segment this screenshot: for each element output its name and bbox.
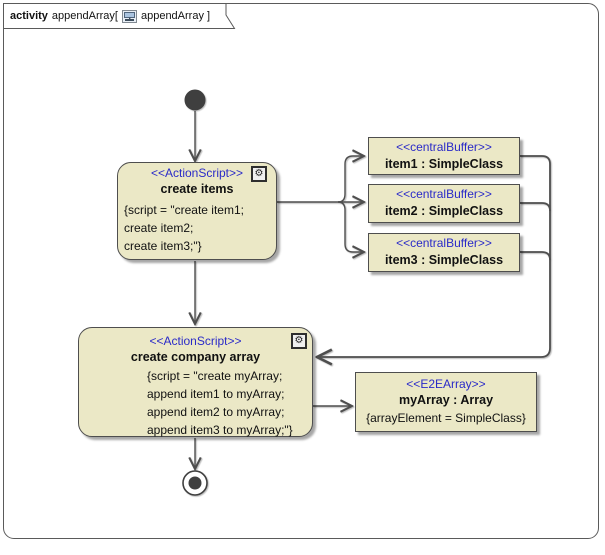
object-myarray-stereotype: <<E2EArray>> <box>406 377 486 391</box>
action-create-items-name: create items <box>160 182 234 196</box>
frame-name: appendArray[ <box>51 10 118 22</box>
action-create-items[interactable]: <<ActionScript>> create items {script = … <box>117 162 277 260</box>
frame-title-pentagon <box>3 3 236 29</box>
object-myarray-name: myArray : Array <box>398 393 494 407</box>
action-create-company-array-name: create company array <box>130 350 261 364</box>
gear-icon: ⚙ <box>291 333 307 349</box>
script-line: create item3;"} <box>124 239 202 253</box>
buffer-item2-name: item2 : SimpleClass <box>384 204 504 218</box>
script-line: append item3 to myArray;"} <box>147 423 293 437</box>
edge-item3-to-merge[interactable] <box>520 251 551 261</box>
initial-node[interactable] <box>184 89 206 111</box>
action-create-company-array-stereotype: <<ActionScript>> <box>149 334 242 348</box>
edge-item2-to-merge[interactable] <box>520 202 551 212</box>
buffer-item3-stereotype: <<centralBuffer>> <box>396 236 492 250</box>
activity-diagram-icon <box>121 9 137 23</box>
object-myarray-constraint: {arrayElement = SimpleClass} <box>366 411 526 425</box>
buffer-item1-stereotype: <<centralBuffer>> <box>396 140 492 154</box>
frame-ref: appendArray ] <box>140 10 211 22</box>
object-myarray[interactable]: <<E2EArray>> myArray : Array {arrayEleme… <box>355 372 537 432</box>
buffer-item2[interactable]: <<centralBuffer>> item2 : SimpleClass <box>368 184 520 223</box>
action-create-company-array-script: {script = "create myArray; append item1 … <box>79 367 312 439</box>
buffer-item1-name: item1 : SimpleClass <box>384 157 504 171</box>
script-line: {script = "create myArray; <box>147 369 283 383</box>
action-create-items-script: {script = "create item1; create item2; c… <box>118 201 276 255</box>
action-create-items-stereotype: <<ActionScript>> <box>150 166 244 180</box>
buffer-item2-stereotype: <<centralBuffer>> <box>396 187 492 201</box>
frame-title: activity appendArray[ appendArray ] <box>10 7 210 25</box>
edge-create-items-to-item1[interactable] <box>337 156 364 203</box>
script-line: append item1 to myArray; <box>147 387 285 401</box>
edge-create-items-to-item3[interactable] <box>337 201 364 252</box>
script-line: {script = "create item1; <box>124 203 244 217</box>
gear-icon: ⚙ <box>251 166 267 182</box>
activity-final-node-dot <box>188 476 202 490</box>
script-line: append item2 to myArray; <box>147 405 285 419</box>
buffer-item1[interactable]: <<centralBuffer>> item1 : SimpleClass <box>368 137 520 175</box>
buffer-item3-name: item3 : SimpleClass <box>384 253 504 267</box>
activity-frame-border <box>3 3 599 539</box>
action-create-company-array[interactable]: <<ActionScript>> create company array {s… <box>78 327 313 437</box>
script-line: create item2; <box>124 221 194 235</box>
frame-keyword: activity <box>10 10 48 22</box>
buffer-item3[interactable]: <<centralBuffer>> item3 : SimpleClass <box>368 233 520 272</box>
